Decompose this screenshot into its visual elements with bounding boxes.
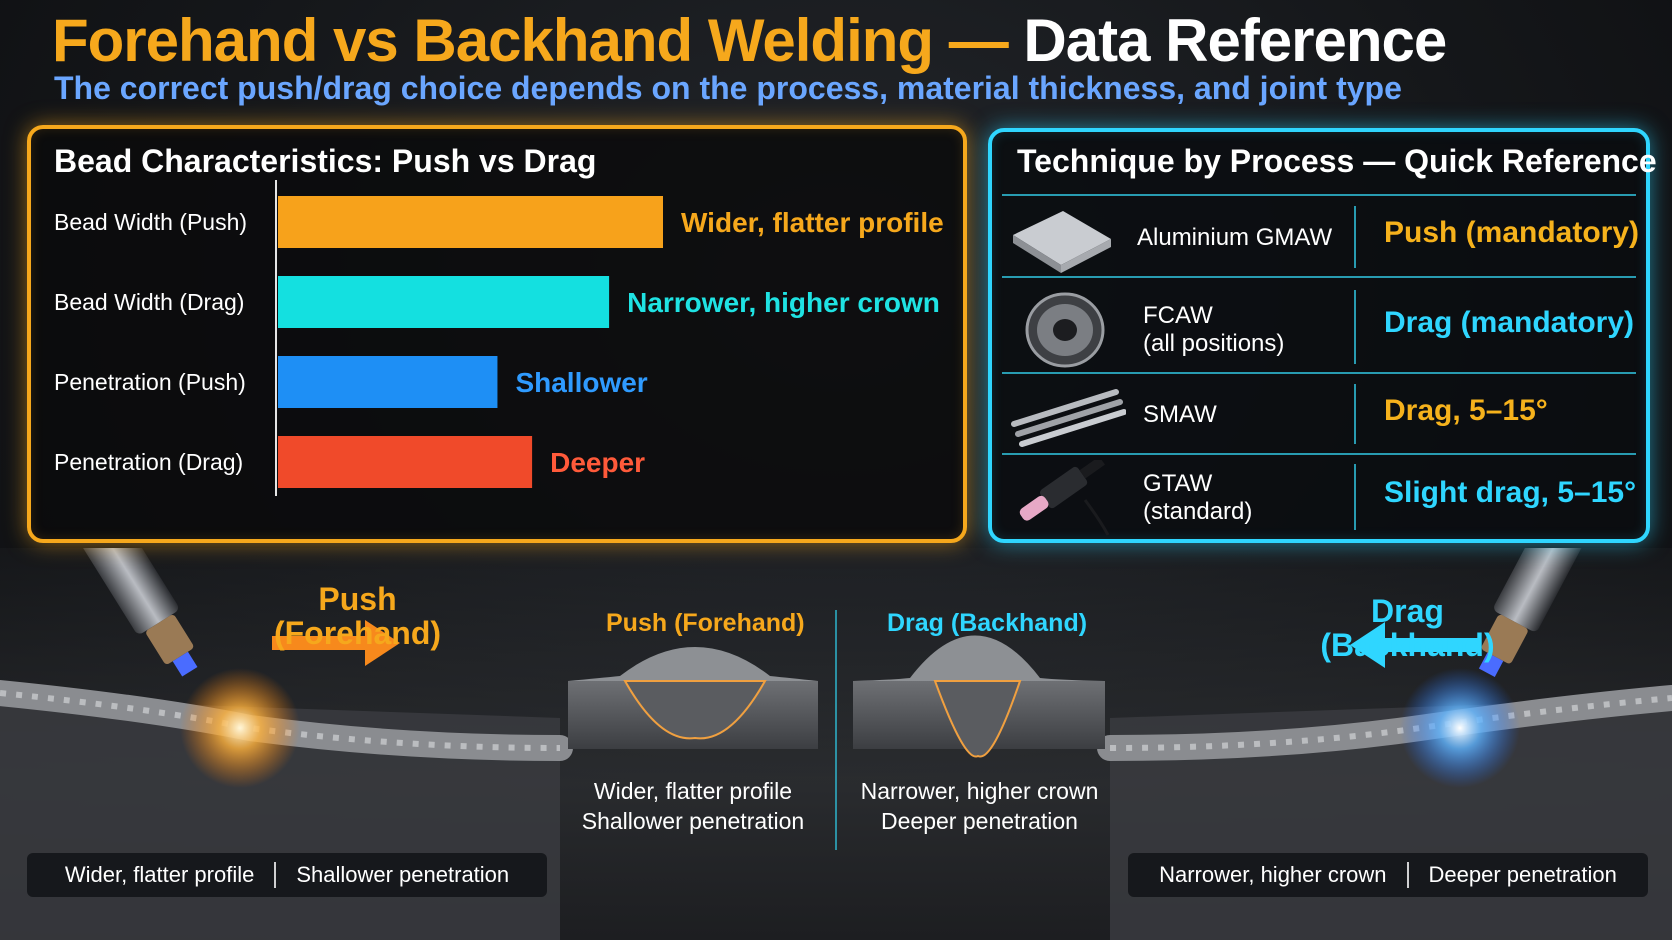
reference-table-title: Technique by Process — Quick Reference <box>1017 143 1657 179</box>
table-row-technique: Drag (mandatory) <box>1384 306 1635 339</box>
push-strip-left: Wider, flatter profile <box>64 862 255 887</box>
push-direction-label: Push (Forehand) <box>270 582 445 650</box>
table-divider <box>1002 194 1636 196</box>
tig-torch-icon <box>1019 460 1110 536</box>
push-caption-line1: Wider, flatter profile <box>593 778 793 804</box>
drag-direction-label: Drag (Backhand) <box>1320 594 1495 662</box>
process-name: Aluminium GMAW <box>1137 224 1333 251</box>
drag-cross-section-title: Drag (Backhand) <box>887 609 1088 637</box>
push-cross-section-title: Push (Forehand) <box>606 609 805 637</box>
process-subtitle: (all positions) <box>1143 330 1285 357</box>
electrode-rods-icon <box>1011 389 1126 447</box>
push-label-line1: Push <box>318 581 397 617</box>
bar <box>278 436 533 488</box>
push-strip-right: Shallower penetration <box>296 862 510 887</box>
bar-category-label: Penetration (Drag) <box>54 449 243 475</box>
drag-strip-right: Deeper penetration <box>1428 862 1617 887</box>
table-row-technique: Push (mandatory) <box>1384 216 1640 249</box>
table-divider <box>1002 372 1636 374</box>
process-name: SMAW <box>1143 401 1217 428</box>
drag-cross-section-caption: Narrower, higher crown Deeper penetratio… <box>852 776 1107 836</box>
table-column-divider <box>1354 206 1356 268</box>
drag-caption-line1: Narrower, higher crown <box>860 778 1099 804</box>
bar <box>278 276 610 328</box>
table-column-divider <box>1354 464 1356 530</box>
drag-strip-left: Narrower, higher crown <box>1159 862 1387 887</box>
bar <box>278 196 663 248</box>
bar-category-label: Bead Width (Push) <box>54 209 247 235</box>
process-name: GTAW <box>1143 470 1213 497</box>
push-summary-strip: Wider, flatter profile Shallower penetra… <box>27 853 547 897</box>
drag-caption-line2: Deeper penetration <box>881 808 1078 834</box>
table-row-technique: Slight drag, 5–15° <box>1384 476 1637 509</box>
title-part1: Forehand vs Backhand Welding <box>52 7 934 74</box>
table-column-divider <box>1354 384 1356 444</box>
table-row-process: Aluminium GMAW <box>1137 224 1332 252</box>
strip-separator <box>274 862 277 888</box>
strip-separator <box>1406 862 1409 888</box>
bar-value-label: Shallower <box>515 367 647 398</box>
table-column-divider <box>1354 290 1356 364</box>
table-row-technique: Drag, 5–15° <box>1384 394 1548 427</box>
bar-value-label: Wider, flatter profile <box>681 207 944 238</box>
bar-category-label: Penetration (Push) <box>54 369 246 395</box>
page-subtitle: The correct push/drag choice depends on … <box>54 70 1402 106</box>
bar-category-label: Bead Width (Drag) <box>54 289 244 315</box>
push-caption-line2: Shallower penetration <box>581 808 805 834</box>
title-dash: — <box>933 7 1009 74</box>
drag-summary-strip: Narrower, higher crown Deeper penetratio… <box>1128 853 1648 897</box>
chart-title: Bead Characteristics: Push vs Drag <box>54 143 597 179</box>
wire-spool-icon <box>1025 292 1105 368</box>
push-cross-section-caption: Wider, flatter profile Shallower penetra… <box>568 776 818 836</box>
bar <box>278 356 498 408</box>
title-part2: Data Reference <box>1007 7 1447 74</box>
table-row-process: GTAW (standard) <box>1143 470 1252 526</box>
push-label-line2: (Forehand) <box>273 615 442 651</box>
bar-value-label: Deeper <box>550 447 645 478</box>
drag-label-line2: (Backhand) <box>1320 627 1495 663</box>
aluminium-plate-icon <box>1013 211 1111 273</box>
process-subtitle: (standard) <box>1143 498 1253 525</box>
table-row-process: SMAW <box>1143 401 1217 429</box>
table-row-process: FCAW (all positions) <box>1143 302 1284 358</box>
drag-label-line1: Drag <box>1371 593 1444 629</box>
bar-value-label: Narrower, higher crown <box>627 287 940 318</box>
page-title: Forehand vs Backhand Welding — Data Refe… <box>52 6 1447 75</box>
table-divider <box>1002 453 1636 455</box>
process-name: FCAW <box>1143 302 1213 329</box>
bead-bar-chart: Bead Width (Push) Wider, flatter profileB… <box>54 180 944 496</box>
table-divider <box>1002 276 1636 278</box>
